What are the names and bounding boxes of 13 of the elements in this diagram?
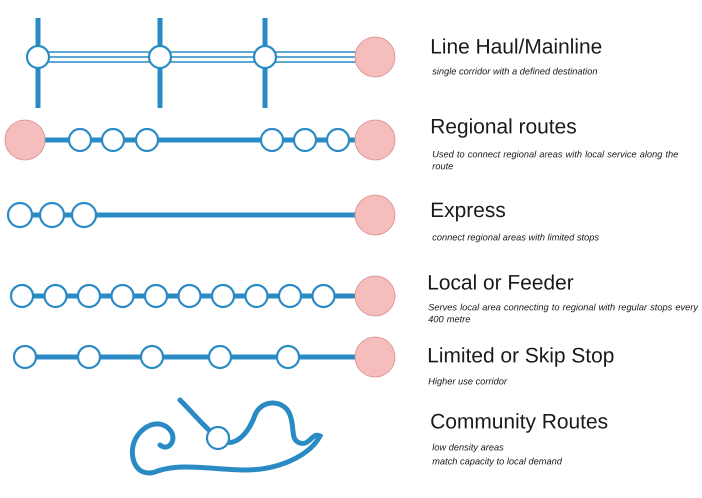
route-type-title: Limited or Skip Stop (428, 347, 614, 367)
route-type-title: Regional routes (432, 118, 576, 138)
route-description: connect regional areas with limited stops (432, 234, 599, 242)
route-description: single corridor with a defined destination (432, 68, 598, 76)
route-description: low density areas (432, 444, 504, 452)
route-type-title: Local or Feeder (428, 274, 574, 290)
route-description: match capacity to local demand (432, 458, 562, 466)
route-type-title: Line Haul/Mainline (432, 38, 602, 54)
route-type-title: Express (432, 202, 506, 222)
route-description: Serves local area connecting to regional with regular stops every 400 metre (428, 304, 698, 322)
route-description: Higher use corridor (428, 378, 508, 386)
route-description: Used to connect regional areas with local service along the route (432, 150, 678, 170)
route-type-title: Community Routes (431, 413, 608, 433)
